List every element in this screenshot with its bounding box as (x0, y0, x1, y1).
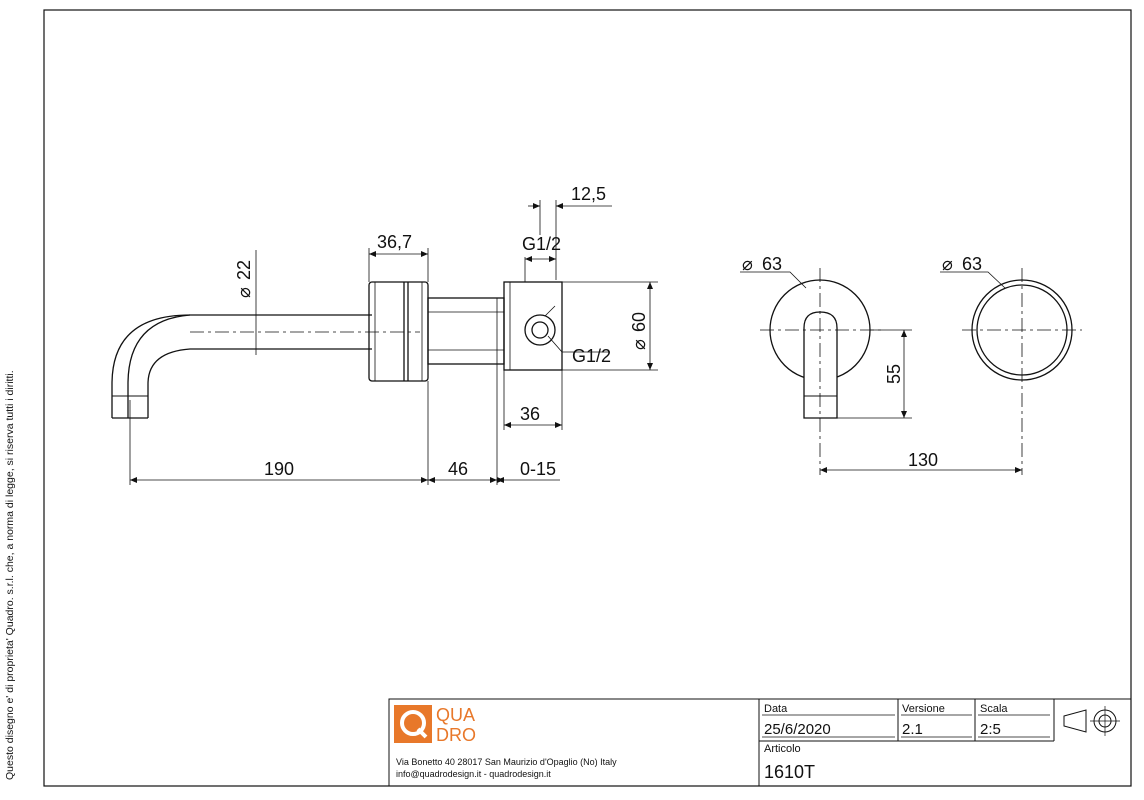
cap-view (962, 268, 1082, 475)
scala-label: Scala (980, 703, 1008, 715)
dim-55: 55 (884, 364, 904, 384)
spout-elbow-outer (111, 314, 191, 418)
copyright-note: Questo disegno e' di proprieta' Quadro. … (4, 370, 16, 780)
data-label: Data (764, 703, 788, 715)
dim-36: 36 (520, 404, 540, 424)
versione-value: 2.1 (902, 721, 923, 738)
wall-body (503, 281, 563, 371)
svg-text:⌀: ⌀ (234, 287, 254, 298)
spout-outline (127, 314, 372, 418)
dim-dia-22: ⌀ 22 (234, 260, 254, 298)
sheet-border (43, 9, 1132, 787)
dim-12-5: 12,5 (571, 184, 606, 204)
connector-pipe (427, 297, 505, 365)
versione-label: Versione (902, 703, 945, 715)
articolo-value: 1610T (764, 762, 815, 782)
dim-dia-22-value: 22 (234, 260, 254, 280)
company-contacts: info@quadrodesign.it - quadrodesign.it (396, 769, 551, 779)
dim-46: 46 (448, 459, 468, 479)
quadro-logo: QUA DRO (394, 705, 476, 745)
front-view-dimensions (740, 271, 1022, 473)
articolo-label: Articolo (764, 743, 801, 755)
rosette-outer (368, 281, 429, 382)
dim-thread-right: G1/2 (572, 346, 611, 366)
front-spout (803, 311, 838, 419)
svg-text:DRO: DRO (436, 725, 476, 745)
side-view-dimensions (130, 200, 658, 485)
dim-dia-63-cap: 63 (962, 254, 982, 274)
svg-text:⌀: ⌀ (629, 339, 649, 350)
svg-text:QUA: QUA (436, 705, 475, 725)
dim-190: 190 (264, 459, 294, 479)
projection-symbol-icon (1063, 706, 1120, 736)
svg-text:⌀: ⌀ (742, 254, 753, 274)
data-value: 25/6/2020 (764, 721, 831, 738)
side-view (111, 281, 563, 485)
dim-dia-63-front: 63 (762, 254, 782, 274)
thread-circle (524, 314, 556, 346)
dim-thread-top: G1/2 (522, 234, 561, 254)
dim-55-value: 55 (884, 364, 904, 384)
dim-dia-60: ⌀ 60 (629, 312, 649, 350)
scala-value: 2:5 (980, 721, 1001, 738)
dim-130: 130 (908, 450, 938, 470)
svg-text:⌀: ⌀ (942, 254, 953, 274)
company-address: Via Bonetto 40 28017 San Maurizio d'Opag… (396, 757, 617, 767)
dim-dia-60-value: 60 (629, 312, 649, 332)
dim-0-15: 0-15 (520, 459, 556, 479)
title-block (388, 698, 1132, 787)
dim-36-7: 36,7 (377, 232, 412, 252)
front-view (760, 268, 882, 475)
